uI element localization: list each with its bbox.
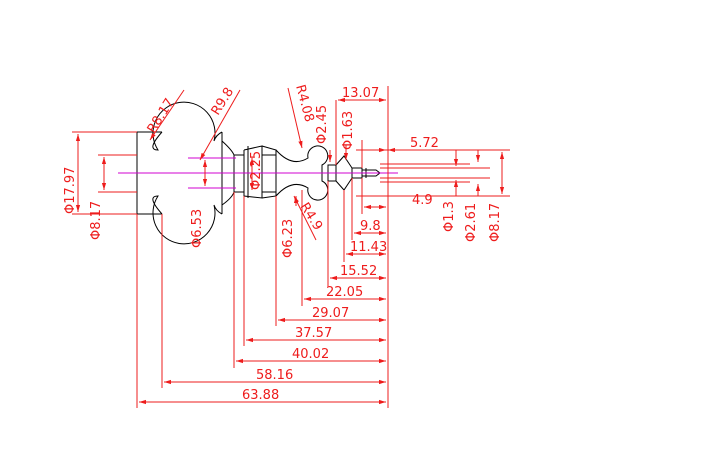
dim-5-72: 5.72 [410,136,439,151]
dim-9-8: 9.8 [360,219,381,234]
dia-2-25: Φ2.25 [249,151,264,190]
dia-6-23: Φ6.23 [281,219,296,258]
ball-outline [152,101,223,245]
dim-37-57: 37.57 [295,326,332,341]
dimension-texts: 13.07 5.72 4.9 9.8 11.43 15.52 22.05 29.… [63,83,503,403]
dim-11-43: 11.43 [350,240,387,255]
dia-8-17-left: Φ8.17 [89,201,104,240]
dim-40-02: 40.02 [292,347,329,362]
dia-8-17-right: Φ8.17 [488,203,503,242]
dim-13-07: 13.07 [342,86,379,101]
radius-4-9: R4.9 [297,200,325,233]
dim-29-07: 29.07 [312,306,349,321]
dia-6-53: Φ6.53 [190,209,205,248]
centerlines [118,157,398,189]
dia-2-45: Φ2.45 [315,105,330,144]
dim-58-16: 58.16 [256,368,293,383]
dia-2-61: Φ2.61 [464,203,479,242]
dia-1-3: Φ1.3 [442,201,457,232]
dia-1-63: Φ1.63 [341,111,356,150]
dim-4-9: 4.9 [412,193,433,208]
dimension-lines [75,87,505,405]
radius-8-17: R8.17 [145,96,178,136]
dim-22-05: 22.05 [326,285,363,300]
dim-63-88: 63.88 [242,388,279,403]
dim-15-52: 15.52 [340,264,377,279]
dia-17-97: Φ17.97 [63,167,78,214]
radius-4-08: R4.08 [292,83,316,124]
